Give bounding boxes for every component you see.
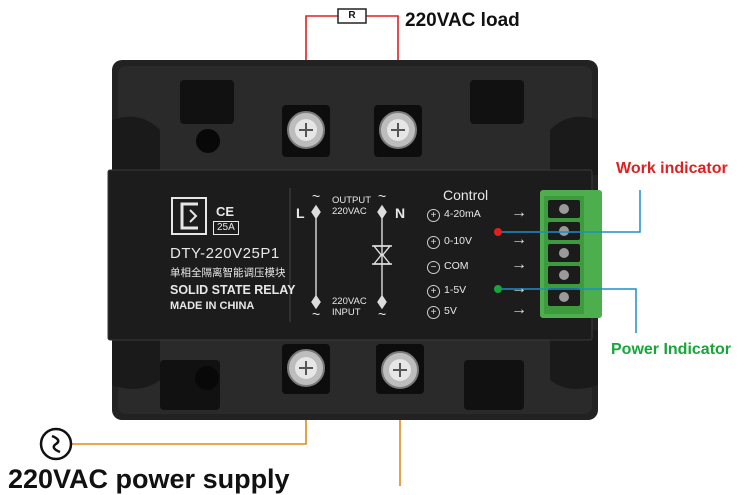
current-rating: 25A	[213, 221, 239, 235]
output-label: OUTPUT 220VAC	[332, 195, 372, 217]
arrow-icon: →	[511, 280, 527, 297]
control-item-com: COM	[444, 260, 469, 272]
arrow-icon: →	[511, 301, 527, 318]
power-indicator-led	[494, 285, 502, 293]
control-item-5v: 5V	[444, 305, 457, 317]
power-supply-label: 220VAC power supply	[8, 464, 290, 494]
input-terminal-n	[376, 344, 424, 394]
ac-symbol-bottom-right: ~	[378, 306, 387, 322]
output-terminal-l	[282, 105, 330, 157]
control-sign-4: +	[427, 306, 440, 319]
resistor-icon	[337, 8, 367, 24]
ac-symbol-top-left: ~	[312, 188, 321, 204]
control-item-1-5v: 1-5V	[444, 284, 467, 296]
chinese-description: 单相全隔离智能调压模块	[170, 267, 286, 279]
control-sign-3: +	[427, 285, 440, 298]
power-indicator-line	[502, 288, 637, 333]
input-terminal-l	[282, 344, 330, 394]
control-title: Control	[443, 187, 489, 203]
arrow-icon: →	[511, 231, 527, 248]
control-sign-1: +	[427, 236, 440, 249]
resistor-label: R	[348, 10, 356, 21]
load-label: 220VAC load	[405, 10, 520, 31]
terminal-l-label: L	[296, 205, 305, 221]
arrow-icon: →	[511, 204, 527, 221]
ac-symbol-top-right: ~	[378, 188, 387, 204]
model-number: DTY-220V25P1	[170, 245, 280, 262]
work-indicator-led	[494, 228, 502, 236]
ac-symbol-bottom-left: ~	[312, 306, 321, 322]
relay-housing	[107, 60, 598, 420]
control-item-4-20ma: 4-20mA	[444, 208, 481, 220]
control-terminal-block	[540, 190, 602, 318]
control-sign-2: −	[427, 261, 440, 274]
input-label: 220VAC INPUT	[332, 296, 367, 318]
arrow-icon: →	[511, 256, 527, 273]
terminal-n-label: N	[395, 205, 406, 221]
brand-logo	[171, 197, 207, 235]
work-indicator-label: Work indicator	[616, 160, 728, 177]
control-sign-0: +	[427, 209, 440, 222]
device-type: SOLID STATE RELAY	[170, 283, 296, 297]
schematic-symbol	[311, 204, 392, 310]
ce-mark: CE	[216, 204, 235, 219]
ac-source-icon	[39, 427, 73, 461]
origin-label: MADE IN CHINA	[170, 300, 255, 312]
control-item-0-10v: 0-10V	[444, 235, 473, 247]
work-indicator-line	[502, 190, 641, 233]
output-terminal-n	[374, 105, 422, 157]
power-indicator-label: Power Indicator	[611, 341, 732, 358]
